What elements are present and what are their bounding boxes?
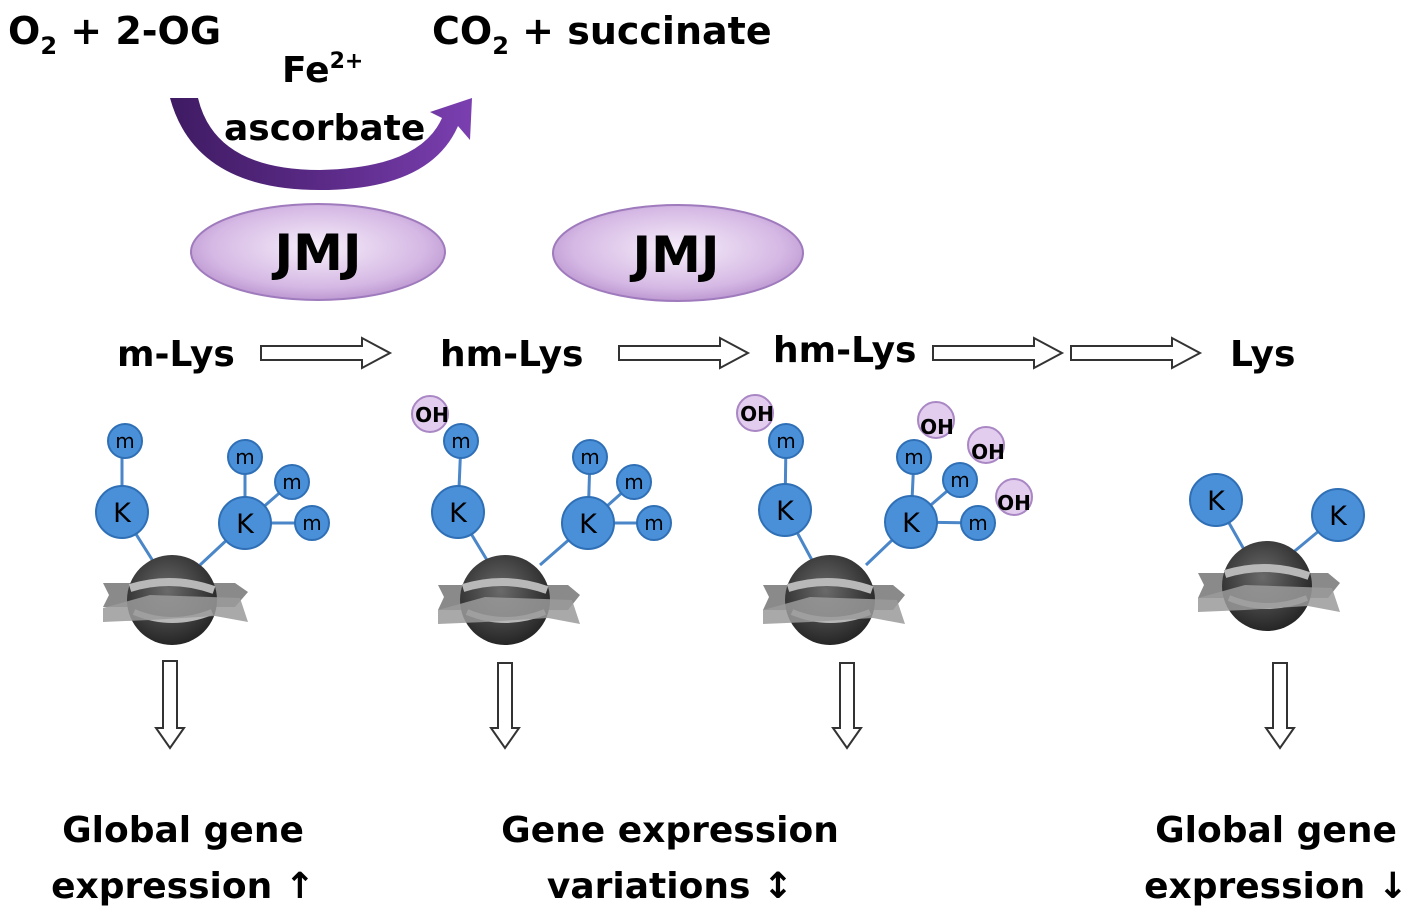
svg-text:m: m <box>968 511 987 535</box>
methyl-1a <box>107 423 143 459</box>
jmj-enzyme-1-label: JMJ <box>272 224 362 282</box>
lysine-1a <box>95 485 149 539</box>
jmj-enzyme-2: JMJ <box>552 204 804 302</box>
transition-arrow-3 <box>932 336 1065 370</box>
lysine-4a <box>1189 473 1243 527</box>
outcome-1-line1: Global gene <box>62 810 304 851</box>
svg-text:K: K <box>902 508 921 539</box>
svg-text:m: m <box>302 511 321 535</box>
svg-text:m: m <box>624 470 643 494</box>
svg-text:K: K <box>236 509 255 540</box>
state-label-hm-lys-2: hm-Lys <box>773 330 916 371</box>
jmj-enzyme-2-label: JMJ <box>630 226 720 284</box>
outcome-2-line2: variations ↕ <box>547 866 793 907</box>
svg-text:OH: OH <box>997 491 1031 515</box>
cofactor-ascorbate-label: ascorbate <box>224 108 425 149</box>
svg-text:OH: OH <box>740 402 774 426</box>
state-label-m-lys: m-Lys <box>117 334 235 375</box>
lysine-1b <box>218 496 272 550</box>
products-label: CO2 + succinate <box>432 9 772 60</box>
outcome-1-line2: expression ↑ <box>51 866 315 907</box>
svg-text:K: K <box>113 498 132 529</box>
nucleosome-m-lys: K m K m m m <box>95 423 330 645</box>
outcome-3-line2: expression ↓ <box>1144 866 1408 907</box>
nucleosome-hm-lys-2: OH OH OH OH K m K m m m <box>736 394 1033 645</box>
lysine-2b <box>561 496 615 550</box>
substrates-label: O2 + 2-OG <box>8 9 221 60</box>
hydroxyl-2a <box>411 395 449 433</box>
lysine-3b <box>884 495 938 549</box>
svg-text:K: K <box>579 509 598 540</box>
svg-text:m: m <box>580 445 599 469</box>
transition-arrow-2 <box>618 336 751 370</box>
svg-text:m: m <box>235 445 254 469</box>
outcome-2-line1: Gene expression <box>501 810 839 851</box>
outcome-arrow-3 <box>831 662 863 750</box>
jmj-enzyme-1: JMJ <box>190 203 446 301</box>
lysine-4b <box>1311 488 1365 542</box>
outcome-arrow-1 <box>154 660 186 750</box>
svg-text:OH: OH <box>415 403 449 427</box>
lysine-2a <box>431 485 485 539</box>
outcome-3-line1: Global gene <box>1155 810 1397 851</box>
curved-reaction-arrow <box>170 98 472 190</box>
nucleosome-lys: K K <box>1189 473 1365 631</box>
svg-text:m: m <box>950 468 969 492</box>
outcome-arrow-2 <box>489 662 521 750</box>
svg-text:m: m <box>282 470 301 494</box>
state-label-lys: Lys <box>1230 334 1295 375</box>
cofactor-iron-label: Fe2+ <box>282 49 363 91</box>
svg-text:m: m <box>776 429 795 453</box>
svg-text:m: m <box>904 445 923 469</box>
nucleosome-hm-lys-1: OH K m K m m m <box>411 395 672 645</box>
outcome-arrow-4 <box>1264 662 1296 750</box>
lysine-3a <box>758 483 812 537</box>
svg-text:m: m <box>644 511 663 535</box>
svg-text:OH: OH <box>971 440 1005 464</box>
transition-arrow-4 <box>1070 336 1203 370</box>
svg-text:K: K <box>1329 501 1348 532</box>
svg-text:OH: OH <box>920 415 954 439</box>
svg-text:K: K <box>449 498 468 529</box>
state-label-hm-lys-1: hm-Lys <box>440 334 583 375</box>
svg-text:m: m <box>115 429 134 453</box>
svg-text:m: m <box>451 429 470 453</box>
svg-text:K: K <box>1207 486 1226 517</box>
svg-text:K: K <box>776 496 795 527</box>
transition-arrow-1 <box>260 336 393 370</box>
